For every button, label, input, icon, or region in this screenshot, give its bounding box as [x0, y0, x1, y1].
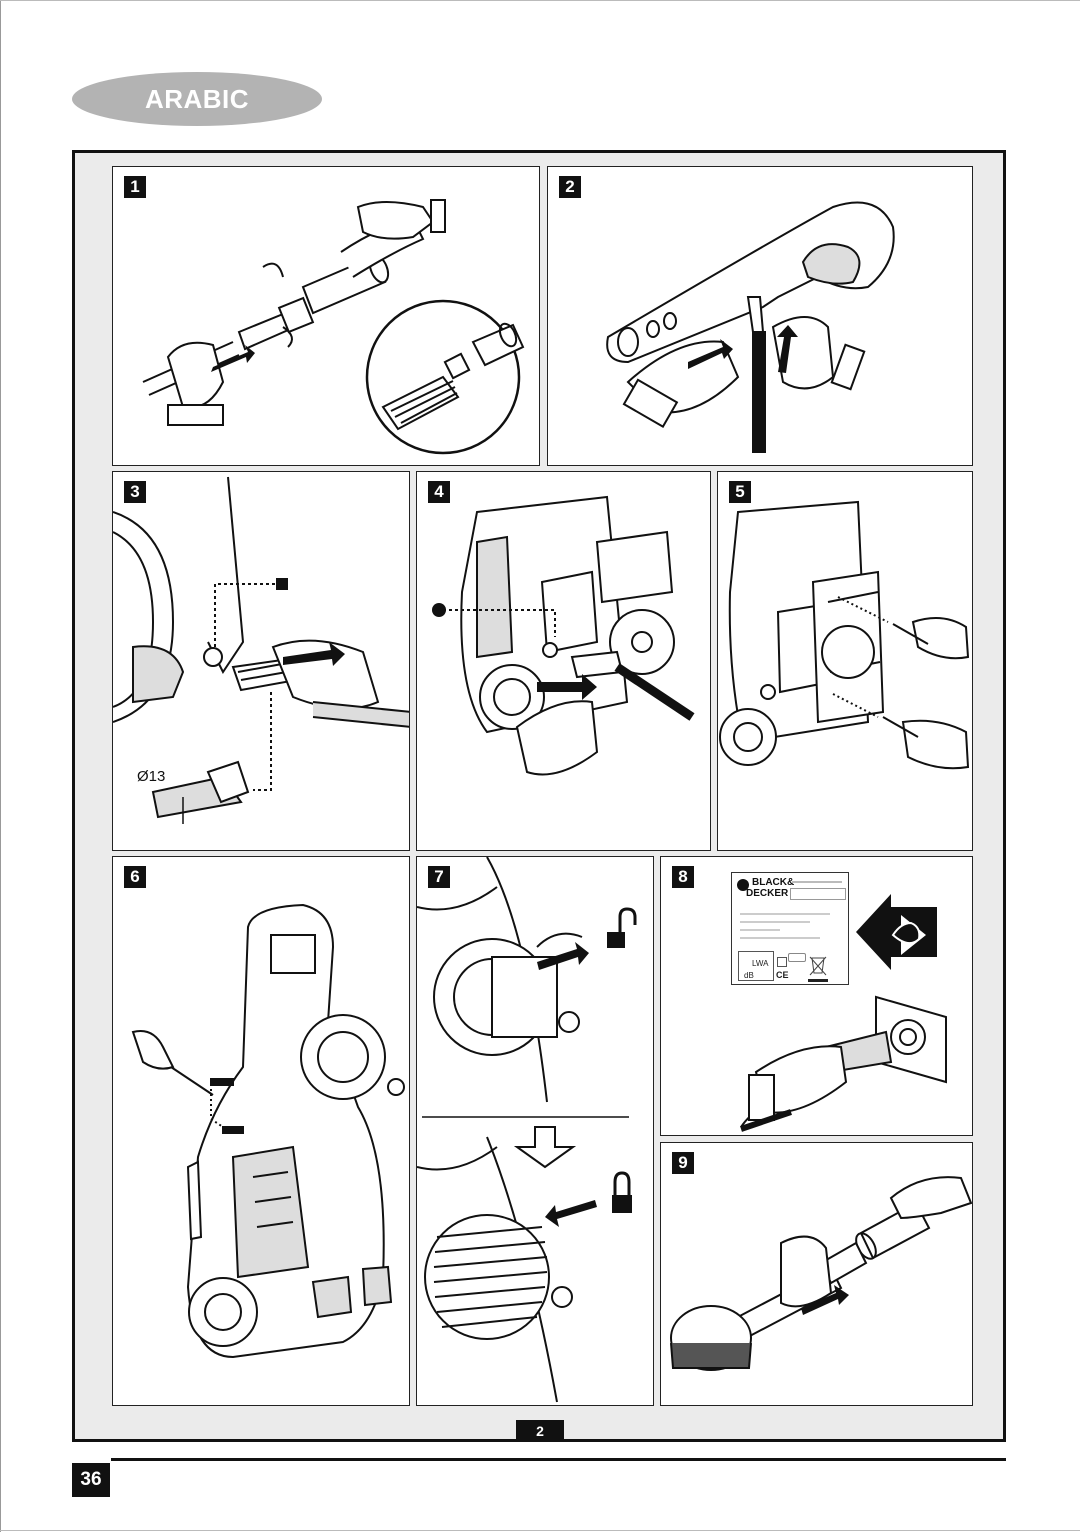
- db-label: dB: [744, 971, 754, 980]
- rating-field: [790, 888, 846, 900]
- panel-number: 3: [124, 481, 146, 503]
- weee-bar: [808, 979, 828, 982]
- rating-line: [740, 937, 820, 939]
- gun-trigger-illustration: [606, 201, 895, 453]
- hose-inlet-illustration: [432, 495, 695, 776]
- page-edge-left: [0, 0, 1, 1532]
- panel-2: 2: [547, 166, 973, 466]
- rating-line: [740, 913, 830, 915]
- panel-3: 3 Ø1: [112, 471, 410, 851]
- language-label: ARABIC: [144, 83, 250, 114]
- rating-label: BLACK& DECKER LWA dB CE: [731, 872, 849, 985]
- page-edge-top: [0, 0, 1080, 1]
- footer-rule: [111, 1458, 1006, 1461]
- lance-connection-illustration: [142, 199, 525, 455]
- hose-reel-lock-illustration: [417, 857, 637, 1403]
- panel-8: 8 BLACK& DECKER LWA dB CE: [660, 856, 973, 1136]
- rating-line: [792, 881, 842, 883]
- page-number: 36: [72, 1463, 110, 1497]
- page-edge-bottom: [0, 1530, 1080, 1531]
- lwa-label: LWA: [752, 959, 769, 968]
- panel-number: 9: [672, 1152, 694, 1174]
- illustration-frame: 1: [72, 150, 1006, 1442]
- brush-attachment-illustration: [670, 1176, 972, 1371]
- noise-rating-box: [738, 951, 774, 981]
- rating-field: [788, 953, 806, 962]
- panel-9: 9: [660, 1142, 973, 1406]
- brand-name-line1: BLACK&: [752, 877, 795, 888]
- panel-1: 1: [112, 166, 540, 466]
- panel-number: 7: [428, 866, 450, 888]
- read-manual-icon: [856, 894, 937, 970]
- ce-mark: CE: [776, 970, 789, 980]
- panel-7: 7: [416, 856, 654, 1406]
- weee-bin-icon: [809, 956, 827, 976]
- panel-4: 4: [416, 471, 711, 851]
- hose-reel-mount-illustration: [719, 500, 970, 770]
- brand-name-line2: DECKER: [746, 888, 789, 899]
- unit-assembly-illustration: [131, 903, 405, 1359]
- plug-and-manual-illustration: [740, 894, 947, 1132]
- panel-6: 6: [112, 856, 410, 1406]
- class-ii-icon: [777, 957, 787, 967]
- rating-line: [740, 921, 810, 923]
- panel-number: 6: [124, 866, 146, 888]
- language-badge: ARABIC: [72, 72, 322, 126]
- hose-connection-illustration: [113, 476, 409, 824]
- panel-number: 2: [559, 176, 581, 198]
- panel-number: 8: [672, 866, 694, 888]
- hose-diameter-label: Ø13: [137, 768, 166, 785]
- rating-line: [740, 929, 780, 931]
- frame-page-ref: 2: [516, 1420, 564, 1442]
- brand-logo-mark: [737, 879, 749, 891]
- panel-5: 5: [717, 471, 973, 851]
- panel-number: 1: [124, 176, 146, 198]
- panel-number: 4: [428, 481, 450, 503]
- panel-number: 5: [729, 481, 751, 503]
